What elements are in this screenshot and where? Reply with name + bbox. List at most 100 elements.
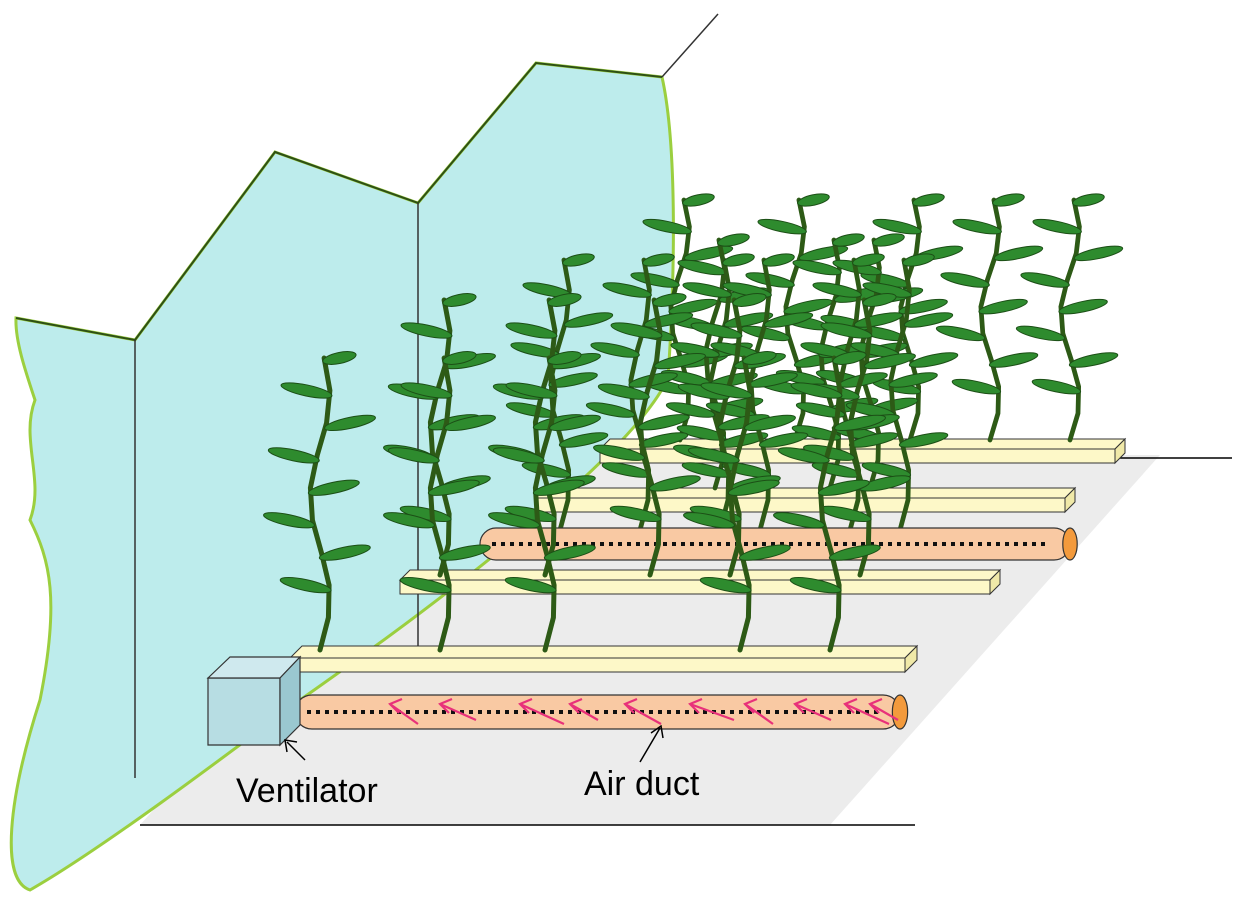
- plant-icon: [722, 253, 755, 267]
- plant-icon: [442, 351, 477, 365]
- bench-side: [989, 568, 1001, 596]
- plant-icon: [547, 351, 582, 365]
- plant-icon: [399, 576, 452, 594]
- plant-icon: [642, 218, 692, 235]
- plant-stem: [532, 297, 558, 578]
- plant-icon: [790, 382, 843, 399]
- plant-icon: [935, 325, 986, 342]
- plant-icon: [263, 512, 315, 529]
- plant-icon: [1015, 325, 1066, 342]
- plant-icon: [543, 544, 596, 561]
- airflow-arrow-icon: [869, 703, 899, 721]
- label-pointers: [284, 724, 664, 763]
- plant-icon: [280, 382, 333, 399]
- plant-icon: [792, 259, 842, 276]
- plant-stem: [898, 197, 922, 443]
- plant-icon: [444, 414, 496, 432]
- plant-icon: [791, 425, 842, 441]
- airflow-arrow-head: [793, 697, 808, 714]
- bench-side: [1114, 437, 1126, 465]
- plant-icon: [307, 479, 360, 496]
- roof-extension-line: [661, 13, 719, 78]
- plant-icon: [488, 512, 540, 529]
- plant-icon: [609, 505, 662, 523]
- ventilator-label: Ventilator: [236, 772, 378, 810]
- plant-icon: [797, 193, 830, 207]
- plant-icon: [978, 298, 1028, 315]
- plant-stem: [817, 355, 843, 653]
- plant-icon: [682, 193, 715, 207]
- plant-icon: [442, 293, 477, 307]
- plant-icon: [872, 233, 905, 247]
- plant-group-front: [263, 351, 886, 653]
- plant-icon: [834, 414, 886, 432]
- plant-icon: [908, 352, 959, 368]
- airflow-arrow-head: [743, 697, 758, 714]
- plant-icon: [547, 293, 582, 307]
- plant-icon: [912, 193, 945, 207]
- plant-icon: [1032, 218, 1082, 235]
- plant-icon: [1058, 298, 1108, 315]
- plant-icon: [690, 322, 743, 339]
- plant-icon: [742, 351, 777, 365]
- airflow-arrow-icon: [689, 702, 735, 722]
- plant-icon: [677, 259, 727, 276]
- plant-icon: [898, 298, 948, 315]
- plant-stem: [637, 297, 663, 578]
- plant-icon: [387, 447, 440, 464]
- plant-icon: [505, 382, 558, 399]
- ventilator-box-icon: [206, 655, 302, 747]
- plant-icon: [699, 576, 752, 594]
- plant-stem: [717, 297, 743, 578]
- bench-top: [533, 487, 1077, 499]
- plant-icon: [492, 447, 545, 464]
- air-duct-pointer-head: [650, 724, 664, 739]
- plant-icon: [637, 414, 690, 431]
- plant-icon: [682, 282, 732, 298]
- plant-icon: [852, 253, 885, 267]
- plant-icon: [427, 479, 480, 496]
- ventilator-pointer-head: [284, 739, 298, 753]
- ventilator-front: [207, 677, 281, 746]
- airflow-arrow-head: [518, 697, 533, 714]
- plant-icon: [558, 432, 609, 448]
- plant-icon: [992, 193, 1025, 207]
- plant-stem: [818, 237, 842, 491]
- air-duct-end: [891, 694, 909, 730]
- plant-icon: [993, 245, 1044, 262]
- airflow-arrow-icon: [569, 703, 599, 721]
- bench-group-front: [288, 644, 919, 674]
- plant-icon: [789, 576, 842, 594]
- plant-icon: [642, 253, 675, 267]
- plant-icon: [888, 372, 938, 388]
- plant-icon: [438, 544, 491, 561]
- plant-icon: [562, 253, 595, 267]
- airflow-arrow-icon: [439, 702, 477, 722]
- plant-icon: [773, 512, 825, 529]
- plant-icon: [318, 544, 371, 561]
- bench-front: [289, 657, 906, 673]
- plant-icon: [777, 447, 830, 464]
- plant-icon: [795, 402, 846, 418]
- plant-icon: [727, 479, 780, 496]
- plant-icon: [898, 432, 949, 448]
- airflow-arrow-head: [623, 697, 638, 714]
- plant-icon: [610, 322, 663, 339]
- plant-icon: [630, 272, 680, 288]
- plant-stem: [427, 355, 453, 653]
- plant-icon: [279, 576, 332, 594]
- bench-top: [288, 645, 919, 659]
- plant-icon: [1068, 352, 1119, 368]
- ventilator-pointer: [286, 741, 306, 761]
- plant-stem: [847, 297, 873, 578]
- plant-icon: [828, 544, 881, 561]
- bench-side: [1064, 486, 1076, 514]
- plant-icon: [952, 218, 1002, 235]
- plant-stem: [532, 355, 558, 653]
- greenhouse-roof-edge: [15, 61, 663, 342]
- plant-icon: [988, 352, 1039, 368]
- airflow-arrow-icon: [624, 703, 662, 725]
- plant-icon: [862, 293, 897, 307]
- air-duct-pointer: [639, 727, 661, 763]
